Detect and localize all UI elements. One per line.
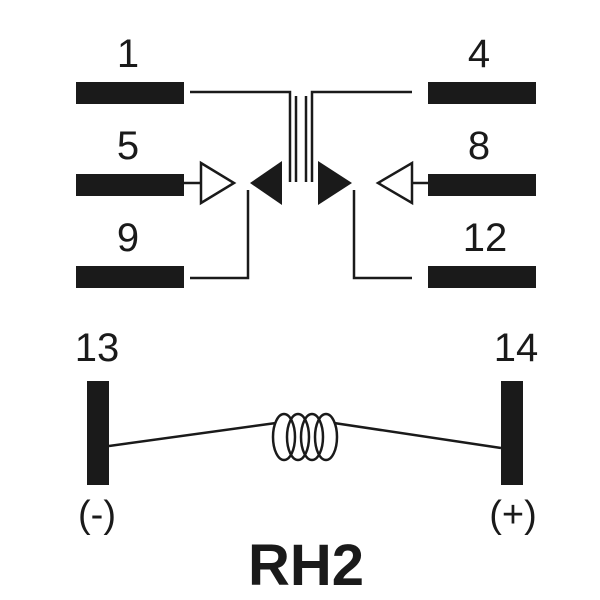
pin-label-13: 13 [75, 326, 120, 370]
pin-label-8: 8 [468, 124, 490, 168]
terminal-bar-12 [428, 266, 536, 288]
coil-wires [108, 421, 502, 450]
terminal-bar-8 [428, 174, 536, 196]
coil-positive-label: (+) [489, 494, 537, 536]
pin-label-9: 9 [117, 216, 139, 260]
no-contact-left-icon [199, 160, 237, 206]
terminal-bar-1 [76, 82, 184, 104]
right-contact-group [318, 160, 428, 280]
pin-label-14: 14 [494, 326, 539, 370]
common-contact-wires [190, 90, 412, 182]
model-label: RH2 [248, 533, 364, 598]
moving-contact-right-icon [318, 161, 352, 205]
pin-label-4: 4 [468, 32, 490, 76]
coil-icon [271, 412, 339, 462]
coil-terminal-14 [501, 381, 523, 485]
coil-terminal-13 [87, 381, 109, 485]
pin-label-5: 5 [117, 124, 139, 168]
terminal-bar-9 [76, 266, 184, 288]
left-contact-group [184, 160, 282, 280]
coil-negative-label: (-) [78, 494, 116, 536]
pin-label-12: 12 [463, 216, 508, 260]
terminal-bar-4 [428, 82, 536, 104]
terminal-bar-5 [76, 174, 184, 196]
pin-label-1: 1 [117, 32, 139, 76]
no-contact-right-icon [375, 160, 414, 206]
moving-contact-left-icon [250, 161, 282, 205]
